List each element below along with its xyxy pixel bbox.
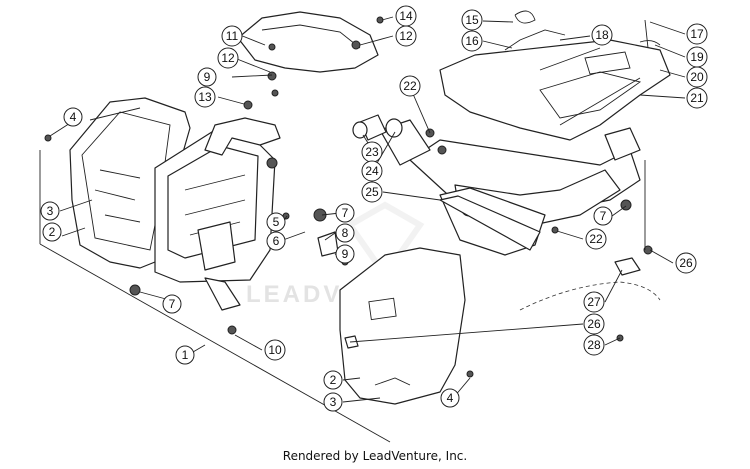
svg-text:22: 22 — [589, 232, 603, 246]
callout-1: 1 — [175, 345, 195, 365]
callout-24: 24 — [361, 160, 383, 182]
callout-11: 11 — [221, 25, 243, 47]
callout-12: 12 — [395, 25, 417, 47]
callout-14: 14 — [395, 5, 417, 27]
svg-text:10: 10 — [268, 343, 282, 357]
callout-4: 4 — [440, 388, 460, 408]
svg-text:16: 16 — [465, 34, 479, 48]
callout-7: 7 — [593, 206, 613, 226]
callout-26: 26 — [583, 313, 605, 335]
callout-28: 28 — [583, 334, 605, 356]
callout-7: 7 — [162, 294, 182, 314]
svg-text:4: 4 — [70, 110, 77, 124]
muffler-body — [154, 117, 281, 311]
svg-text:9: 9 — [342, 247, 349, 261]
svg-text:27: 27 — [587, 295, 601, 309]
callout-9: 9 — [197, 67, 217, 87]
svg-text:3: 3 — [47, 204, 54, 218]
svg-text:7: 7 — [169, 297, 176, 311]
callout-8: 8 — [335, 223, 355, 243]
callout-23: 23 — [361, 141, 383, 163]
svg-text:26: 26 — [679, 256, 693, 270]
callout-27: 27 — [583, 291, 605, 313]
svg-text:11: 11 — [226, 29, 239, 43]
callout-18: 18 — [591, 24, 613, 46]
callout-22: 22 — [585, 228, 607, 250]
svg-text:8: 8 — [342, 226, 349, 240]
svg-text:24: 24 — [365, 164, 379, 178]
svg-text:23: 23 — [365, 145, 379, 159]
svg-text:7: 7 — [342, 206, 349, 220]
svg-text:4: 4 — [447, 391, 454, 405]
callout-21: 21 — [686, 87, 708, 109]
callout-2: 2 — [42, 222, 62, 242]
callout-12: 12 — [217, 47, 239, 69]
svg-text:18: 18 — [595, 28, 609, 42]
svg-text:14: 14 — [399, 9, 413, 23]
svg-text:26: 26 — [587, 317, 601, 331]
svg-text:2: 2 — [330, 373, 337, 387]
callout-15: 15 — [461, 9, 483, 31]
svg-text:19: 19 — [690, 50, 704, 64]
callout-25: 25 — [361, 181, 383, 203]
callout-7: 7 — [335, 203, 355, 223]
exhaust-heat-shield — [439, 39, 671, 141]
callout-10: 10 — [264, 339, 286, 361]
callout-4: 4 — [63, 107, 83, 127]
svg-text:15: 15 — [465, 13, 479, 27]
watermark-logo — [345, 201, 425, 281]
svg-text:13: 13 — [198, 90, 212, 104]
callout-6: 6 — [266, 231, 286, 251]
callout-3: 3 — [323, 392, 343, 412]
callouts: 1 2 2 3 3 4 4 5 6 7 7 7 8 9 9 10 11 12 1… — [40, 5, 708, 412]
callout-3: 3 — [40, 201, 60, 221]
callout-16: 16 — [461, 30, 483, 52]
hardware — [44, 10, 661, 378]
svg-text:12: 12 — [399, 29, 413, 43]
leader-lines — [49, 16, 686, 403]
svg-text:25: 25 — [365, 185, 379, 199]
callout-20: 20 — [686, 66, 708, 88]
svg-text:6: 6 — [273, 234, 280, 248]
callout-2: 2 — [323, 370, 343, 390]
callout-13: 13 — [194, 86, 216, 108]
svg-text:28: 28 — [587, 338, 601, 352]
gasket — [439, 195, 541, 251]
heat-shield-upper — [237, 11, 379, 73]
svg-text:9: 9 — [204, 70, 211, 84]
footer-credit: Rendered by LeadVenture, Inc. — [282, 449, 468, 463]
callout-9: 9 — [335, 244, 355, 264]
callout-26: 26 — [675, 252, 697, 274]
svg-text:17: 17 — [690, 27, 704, 41]
callout-5: 5 — [266, 212, 286, 232]
svg-text:20: 20 — [690, 70, 704, 84]
svg-text:21: 21 — [690, 91, 704, 105]
svg-text:7: 7 — [600, 209, 607, 223]
callout-17: 17 — [686, 23, 708, 45]
svg-text:3: 3 — [330, 395, 337, 409]
svg-text:1: 1 — [182, 348, 189, 362]
heat-shield-lower-right — [339, 247, 466, 405]
svg-text:5: 5 — [273, 215, 280, 229]
svg-text:2: 2 — [49, 225, 56, 239]
callout-19: 19 — [686, 46, 708, 68]
svg-text:22: 22 — [403, 79, 417, 93]
svg-text:12: 12 — [221, 51, 235, 65]
callout-22: 22 — [399, 75, 421, 97]
